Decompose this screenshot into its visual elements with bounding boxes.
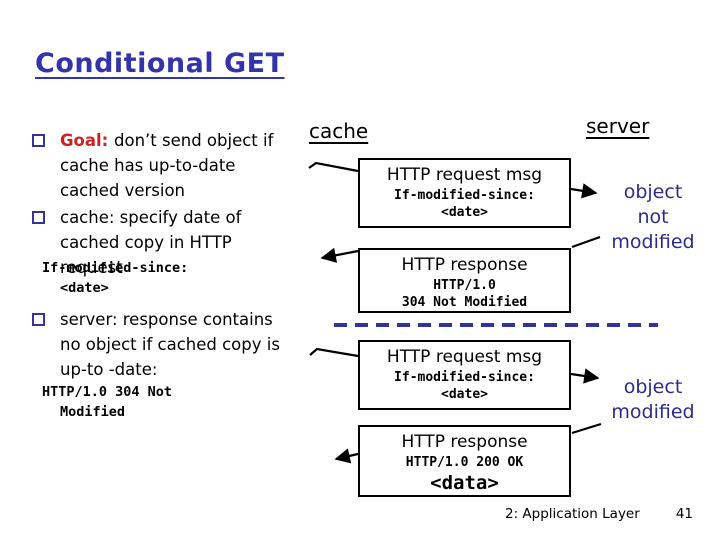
- bullet-square-icon: [32, 134, 45, 147]
- code-line: If-modified-since:: [42, 260, 189, 276]
- bullet-square-icon: [32, 211, 45, 224]
- code-if-modified-since: If-modified-since: <date>: [42, 258, 188, 298]
- goal-rest: don’t send object if cache has up-to-dat…: [60, 131, 274, 200]
- request2-box: HTTP request msg If-modified-since: <dat…: [358, 340, 571, 410]
- code-line: Modified: [60, 404, 126, 420]
- bullet-square-icon: [32, 313, 45, 326]
- annotation-line: object: [623, 376, 683, 398]
- cache-column-label: cache: [309, 119, 369, 143]
- bullet-server-text: server: response contains no object if c…: [60, 310, 280, 379]
- bullet-goal-text: Goal: don’t send object if cache has up-…: [60, 128, 292, 203]
- msg-title: HTTP response: [401, 255, 528, 275]
- bullet-cache-text: cache: specify date of cached copy in HT…: [60, 208, 242, 277]
- bullet-server: server: response contains no object if c…: [30, 307, 292, 382]
- bullet-goal: Goal: don’t send object if cache has up-…: [30, 128, 292, 203]
- annotation-line: modified: [611, 401, 695, 423]
- footer-section: 2: Application Layer: [505, 506, 640, 522]
- msg-line: HTTP/1.0 200 OK: [405, 455, 524, 470]
- response1-tail-line: [571, 235, 601, 249]
- response2-box: HTTP response HTTP/1.0 200 OK <data>: [358, 425, 571, 497]
- msg-line: 304 Not Modified: [401, 295, 528, 310]
- request2-arrow-to-server: [570, 368, 600, 384]
- annotation-object-not-modified: object not modified: [598, 180, 708, 255]
- msg-line: If-modified-since:: [394, 188, 535, 203]
- msg-title: HTTP request msg: [386, 165, 543, 185]
- response1-arrow-to-cache: [320, 247, 359, 263]
- msg-line: <data>: [430, 472, 499, 494]
- response1-box: HTTP response HTTP/1.0 304 Not Modified: [358, 248, 571, 313]
- footer-page-number: 41: [675, 506, 693, 522]
- session-divider-dashed-line: [334, 323, 658, 327]
- page-title: Conditional GET: [35, 48, 285, 79]
- code-http-304: HTTP/1.0 304 Not Modified: [42, 382, 172, 422]
- request2-tail-line: [309, 347, 359, 358]
- goal-lead: Goal:: [60, 131, 115, 150]
- server-column-label: server: [586, 114, 650, 138]
- msg-title: HTTP response: [401, 432, 528, 452]
- slide-footer: 2: Application Layer 41: [505, 506, 693, 522]
- annotation-line: not: [637, 206, 669, 228]
- code-line: <date>: [60, 280, 109, 296]
- annotation-object-modified: object modified: [598, 375, 708, 425]
- request1-tail-line: [308, 161, 359, 173]
- request1-arrow-to-server: [570, 183, 598, 199]
- bullet-cache: cache: specify date of cached copy in HT…: [30, 205, 292, 280]
- annotation-line: modified: [611, 231, 695, 253]
- msg-line: <date>: [441, 205, 488, 220]
- response2-arrow-to-cache: [334, 448, 359, 464]
- annotation-line: object: [623, 181, 683, 203]
- msg-line: HTTP/1.0: [433, 278, 496, 293]
- msg-title: HTTP request msg: [386, 347, 543, 367]
- msg-line: If-modified-since:: [394, 370, 535, 385]
- msg-line: <date>: [441, 387, 488, 402]
- request1-box: HTTP request msg If-modified-since: <dat…: [358, 158, 571, 228]
- response2-tail-line: [571, 422, 602, 435]
- code-line: HTTP/1.0 304 Not: [42, 384, 173, 400]
